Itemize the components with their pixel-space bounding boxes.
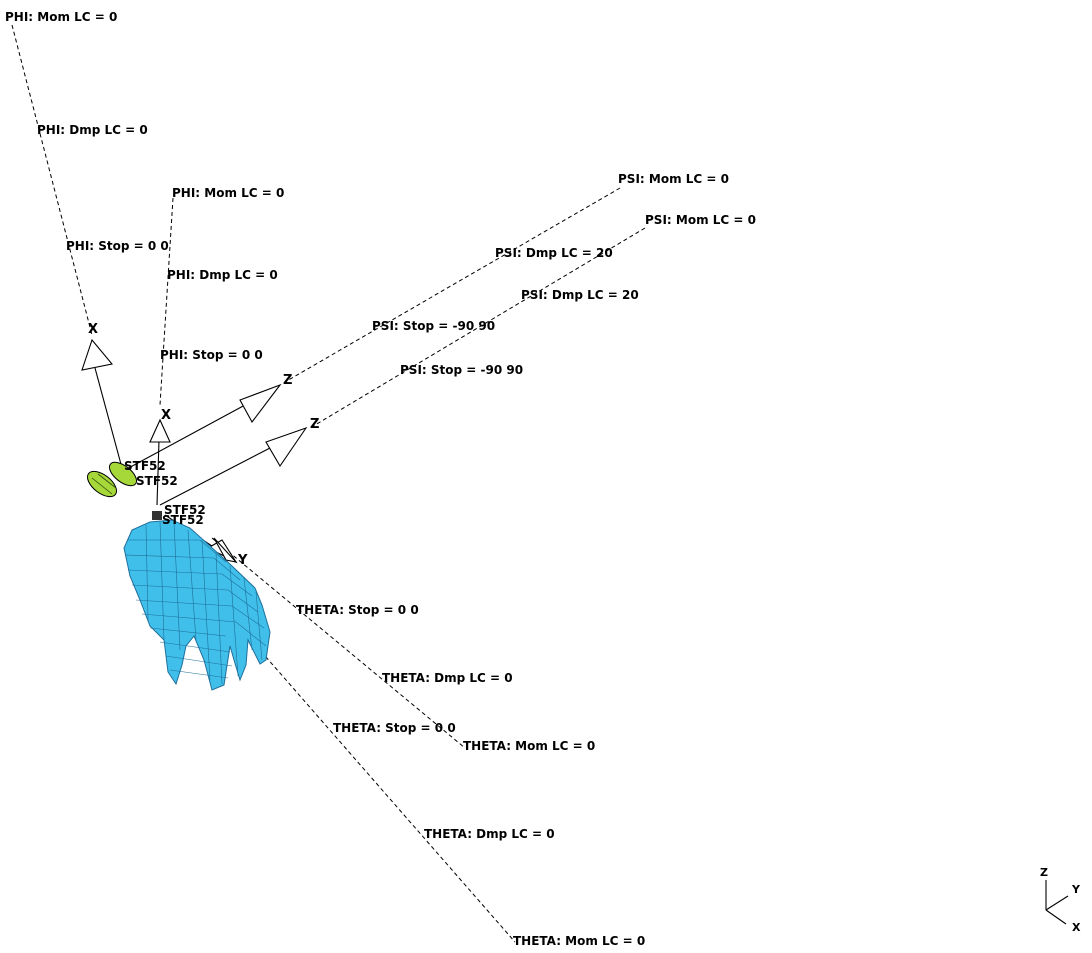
psi-dmp-label-2: PSI: Dmp LC = 20 bbox=[521, 288, 639, 302]
joint-label-stf-1: STF52 bbox=[124, 459, 166, 473]
x-axis-letter-1: X bbox=[88, 322, 98, 337]
psi-dmp-label-1: PSI: Dmp LC = 20 bbox=[495, 246, 613, 260]
triad-x-letter: X bbox=[1072, 921, 1081, 934]
hand-mesh-lines bbox=[125, 521, 267, 685]
triad-y-line bbox=[1045, 895, 1069, 911]
phi-mom-label-2: PHI: Mom LC = 0 bbox=[172, 186, 284, 200]
phi-line-1 bbox=[11, 24, 93, 336]
x-axis-line-1 bbox=[94, 367, 123, 469]
z-axis-letter-1: Z bbox=[283, 373, 292, 388]
psi-mom-label-1: PSI: Mom LC = 0 bbox=[618, 172, 729, 186]
x-axis-line-2 bbox=[156, 439, 160, 506]
y-axis-letter: Y bbox=[237, 553, 248, 568]
phi-stop-label-1: PHI: Stop = 0 0 bbox=[66, 239, 169, 253]
joint-label-stf-4: STF52 bbox=[162, 513, 204, 527]
phi-dashed-lines bbox=[11, 24, 174, 406]
theta-line-1 bbox=[211, 537, 466, 749]
theta-line-2 bbox=[237, 624, 516, 943]
theta-mom-label-2: THETA: Mom LC = 0 bbox=[513, 934, 645, 948]
psi-line-1 bbox=[284, 187, 621, 383]
psi-labels: PSI: Mom LC = 0 PSI: Dmp LC = 20 PSI: St… bbox=[372, 172, 756, 377]
theta-labels: THETA: Stop = 0 0 THETA: Dmp LC = 0 THET… bbox=[296, 603, 645, 948]
joint-body-1[interactable] bbox=[83, 466, 121, 501]
psi-mom-label-2: PSI: Mom LC = 0 bbox=[645, 213, 756, 227]
psi-stop-label-2: PSI: Stop = -90 90 bbox=[400, 363, 523, 377]
z-axis-arrow-2 bbox=[265, 426, 308, 468]
theta-mom-label-1: THETA: Mom LC = 0 bbox=[463, 739, 595, 753]
theta-dmp-label-1: THETA: Dmp LC = 0 bbox=[382, 671, 513, 685]
z-axis-arrow-1 bbox=[239, 383, 282, 424]
hand-model[interactable] bbox=[123, 519, 271, 691]
joint-label-stf-3: STF52 bbox=[164, 503, 206, 517]
theta-dmp-label-2: THETA: Dmp LC = 0 bbox=[424, 827, 555, 841]
x-axis-letter-2: X bbox=[161, 408, 171, 423]
triad-x-line bbox=[1045, 909, 1067, 925]
z-axis-line-2 bbox=[159, 447, 271, 506]
triad-z-letter: Z bbox=[1040, 866, 1048, 879]
joint-label-stf-2: STF52 bbox=[136, 474, 178, 488]
psi-dashed-lines bbox=[284, 187, 646, 429]
joint-body-hatch bbox=[91, 473, 117, 495]
phi-dmp-label-1: PHI: Dmp LC = 0 bbox=[37, 123, 148, 137]
x-axis-arrow-2 bbox=[149, 418, 171, 443]
x-axis-arrow-1 bbox=[81, 338, 114, 371]
joint-body-2[interactable] bbox=[105, 458, 140, 490]
theta-stop-label-2: THETA: Stop = 0 0 bbox=[333, 721, 456, 735]
joint-node[interactable] bbox=[152, 511, 162, 520]
joint-labels: STF52 STF52 STF52 STF52 bbox=[124, 459, 206, 527]
phi-line-2 bbox=[159, 197, 174, 406]
theta-dashed-lines bbox=[211, 537, 516, 943]
phi-mom-label-1: PHI: Mom LC = 0 bbox=[5, 10, 117, 24]
z-axis-line-1 bbox=[124, 404, 246, 471]
y-axis-arrow-tip bbox=[213, 537, 238, 563]
phi-dmp-label-2: PHI: Dmp LC = 0 bbox=[167, 268, 278, 282]
psi-stop-label-1: PSI: Stop = -90 90 bbox=[372, 319, 495, 333]
triad-y-letter: Y bbox=[1071, 883, 1081, 896]
local-axes: X X Z Z Y bbox=[81, 322, 319, 568]
z-axis-letter-2: Z bbox=[310, 417, 319, 432]
psi-line-2 bbox=[309, 227, 646, 429]
phi-stop-label-2: PHI: Stop = 0 0 bbox=[160, 348, 263, 362]
phi-labels: PHI: Mom LC = 0 PHI: Dmp LC = 0 PHI: Sto… bbox=[5, 10, 284, 362]
orientation-triad: Z Y X bbox=[1040, 866, 1081, 934]
joint-bodies[interactable] bbox=[83, 458, 162, 520]
theta-stop-label-1: THETA: Stop = 0 0 bbox=[296, 603, 419, 617]
